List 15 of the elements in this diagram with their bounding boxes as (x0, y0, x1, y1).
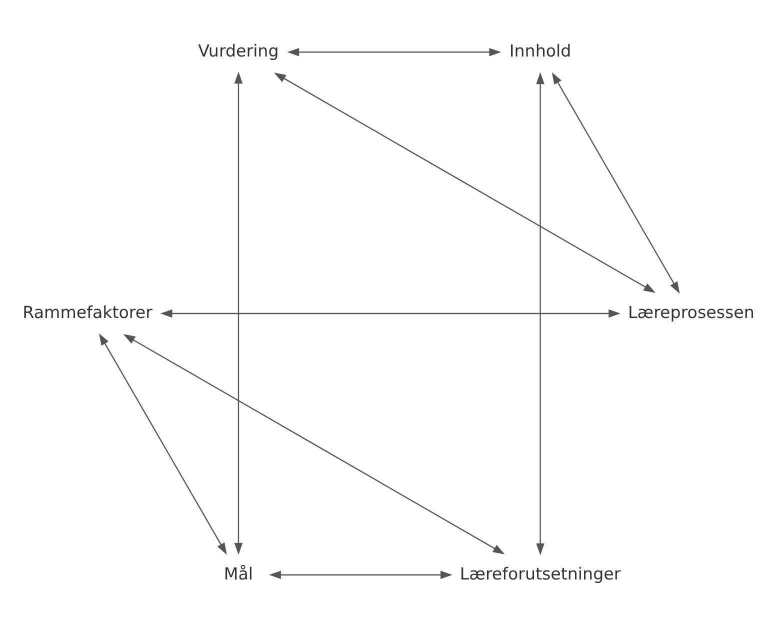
arrow (160, 308, 620, 318)
arrow (274, 72, 656, 292)
arrow (99, 332, 227, 554)
arrow (234, 71, 243, 554)
arrow (269, 570, 452, 579)
node-text: Rammefaktorer (22, 302, 152, 322)
arrow (123, 334, 505, 554)
arrow (287, 47, 502, 56)
node-text: Innhold (509, 41, 572, 60)
node-text: Mål (224, 564, 254, 583)
arrow (552, 72, 680, 294)
node-text: Læreprosessen (628, 302, 754, 322)
node-text: Læreforutsetninger (460, 564, 621, 583)
arrow (536, 72, 544, 555)
node-text: Vurdering (198, 41, 279, 60)
